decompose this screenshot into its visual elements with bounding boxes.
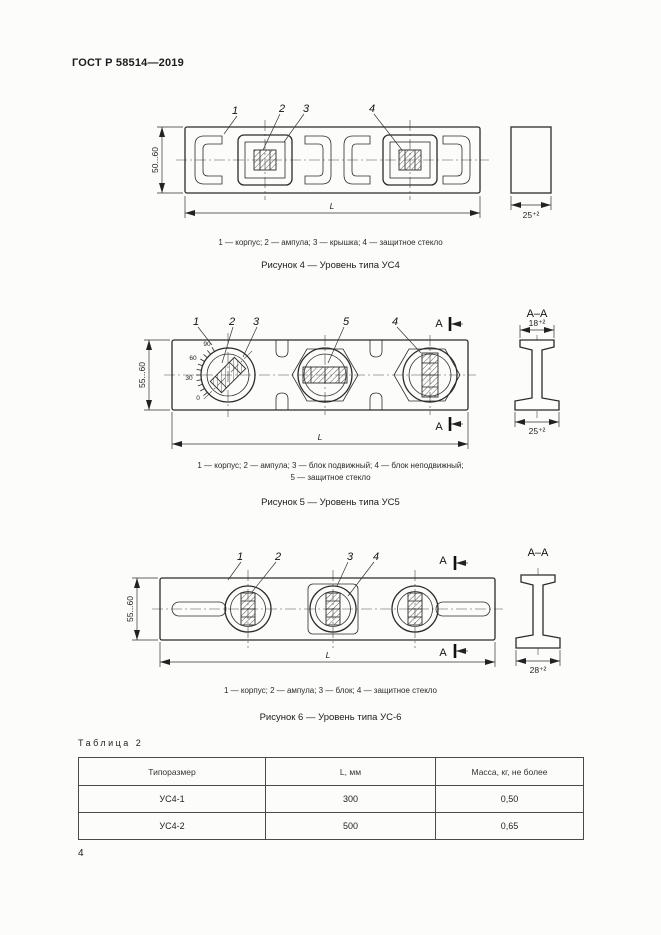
cell-size: УС4-1 — [78, 785, 266, 813]
figure-6-caption: Рисунок 6 — Уровень типа УС-6 — [259, 712, 402, 723]
figure-4-drawing: 1 2 3 4 50...60 L 25⁺² — [150, 103, 552, 220]
page-number: 4 — [78, 848, 84, 859]
spec-table: Типоразмер L, мм Масса, кг, не более УС4… — [78, 757, 584, 840]
fig5-callout-3: 3 — [253, 316, 260, 328]
fig6-dim-length-label: L — [326, 650, 331, 660]
fig4-callout-4: 4 — [369, 103, 375, 115]
fig4-dim-height-label: 50...60 — [150, 147, 160, 173]
fig6-vial-left — [224, 585, 272, 633]
fig5-dim-height-label: 55...60 — [137, 362, 147, 388]
fig4-body — [184, 126, 481, 194]
document-header: ГОСТ Р 58514—2019 — [72, 57, 184, 69]
fig5-callout-5: 5 — [343, 316, 350, 328]
fig4-callout-2: 2 — [278, 103, 285, 115]
fig6-section-marks: А А — [439, 555, 468, 659]
fig5-section-marks: А А — [435, 317, 463, 433]
table-row: УС4-1 300 0,50 — [78, 785, 584, 813]
fig5-scale-30: 30 — [185, 375, 193, 382]
fig4-dim-width-label: 25⁺² — [523, 210, 540, 220]
fig5-dim-length-label: L — [318, 432, 323, 442]
figure-4-legend: 1 — корпус; 2 — ампула; 3 — крышка; 4 — … — [218, 238, 443, 247]
fig5-dim-flange-top-label: 18⁺² — [529, 318, 546, 328]
figure-5-legend: 1 — корпус; 2 — ампула; 3 — блок подвижн… — [197, 461, 464, 482]
fig4-end-view: 25⁺² — [510, 126, 552, 220]
fig6-dim-height-group: 55...60 — [125, 577, 158, 641]
fig5-right-block — [393, 347, 461, 403]
cell-length: 500 — [265, 812, 436, 840]
fig5-scale-60: 60 — [189, 355, 197, 362]
fig4-vial-window-left — [237, 134, 293, 186]
fig6-section-title: А–А — [528, 547, 549, 559]
fig6-section-view: А–А 28⁺² — [515, 547, 561, 675]
fig4-dim-height-group: 50...60 — [150, 126, 183, 194]
fig4-callouts: 1 2 3 4 — [223, 103, 403, 151]
fig5-scale-90: 90 — [203, 341, 211, 348]
cell-mass: 0,65 — [435, 812, 584, 840]
fig6-section-mark-bottom: А — [439, 647, 447, 659]
fig6-callout-3: 3 — [347, 551, 354, 563]
figure-5-caption: Рисунок 5 — Уровень типа УС5 — [261, 497, 400, 508]
fig6-callouts: 1 2 3 4 — [227, 551, 379, 597]
fig5-middle-block — [291, 347, 359, 403]
fig5-dial-scale: 0 30 60 90 — [185, 341, 215, 402]
fig5-section-view: А–А 18⁺² 25⁺² — [514, 308, 560, 436]
table-header-row: Типоразмер L, мм Масса, кг, не более — [78, 757, 584, 786]
fig5-section-title: А–А — [527, 308, 548, 320]
fig6-section-mark-top: А — [439, 555, 447, 567]
fig5-callouts: 1 2 3 5 4 — [193, 316, 422, 364]
cell-mass: 0,50 — [435, 785, 584, 813]
table-title: Таблица 2 — [78, 738, 144, 748]
fig6-vial-right — [391, 585, 439, 633]
fig5-callout-1: 1 — [193, 316, 199, 328]
fig5-section-mark-bottom: А — [435, 421, 443, 433]
fig6-callout-2: 2 — [274, 551, 281, 563]
fig5-callout-2: 2 — [228, 316, 235, 328]
fig6-dim-flange-bottom-label: 28⁺² — [530, 665, 547, 675]
fig6-vial-middle — [309, 585, 357, 633]
cell-length: 300 — [265, 785, 436, 813]
fig6-body — [159, 577, 496, 641]
fig6-callout-1: 1 — [237, 551, 243, 563]
fig4-dim-length-group: L — [184, 196, 481, 218]
figure-6-drawing: 1 2 3 4 А А 55...60 L — [125, 547, 561, 675]
fig5-scale-0: 0 — [196, 395, 200, 402]
fig4-vial-window-right — [382, 134, 438, 186]
fig4-centerlines — [176, 120, 489, 200]
table-row: УС4-2 500 0,65 — [78, 812, 584, 840]
fig5-dim-flange-bottom-label: 25⁺² — [529, 426, 546, 436]
fig5-dim-length-group: L — [171, 412, 469, 449]
fig4-callout-3: 3 — [303, 103, 310, 115]
figure-4-caption: Рисунок 4 — Уровень типа УС4 — [261, 260, 400, 271]
figure-5-drawing: 0 30 60 90 1 2 3 — [137, 308, 560, 449]
col-header-mass: Масса, кг, не более — [435, 757, 584, 786]
fig5-section-mark-top: А — [435, 318, 443, 330]
cell-size: УС4-2 — [78, 812, 266, 840]
fig4-dim-length-label: L — [330, 201, 335, 211]
col-header-length: L, мм — [265, 757, 436, 786]
col-header-size: Типоразмер — [78, 757, 266, 786]
fig6-dim-length-group: L — [159, 642, 496, 667]
fig5-dim-height-group: 55...60 — [137, 339, 170, 411]
fig6-dim-height-label: 55...60 — [125, 596, 135, 622]
fig6-callout-4: 4 — [373, 551, 379, 563]
figure-6-legend: 1 — корпус; 2 — ампула; 3 — блок; 4 — за… — [224, 686, 437, 695]
fig5-callout-4: 4 — [392, 316, 398, 328]
fig4-callout-1: 1 — [232, 105, 238, 117]
fig5-body — [171, 339, 469, 411]
